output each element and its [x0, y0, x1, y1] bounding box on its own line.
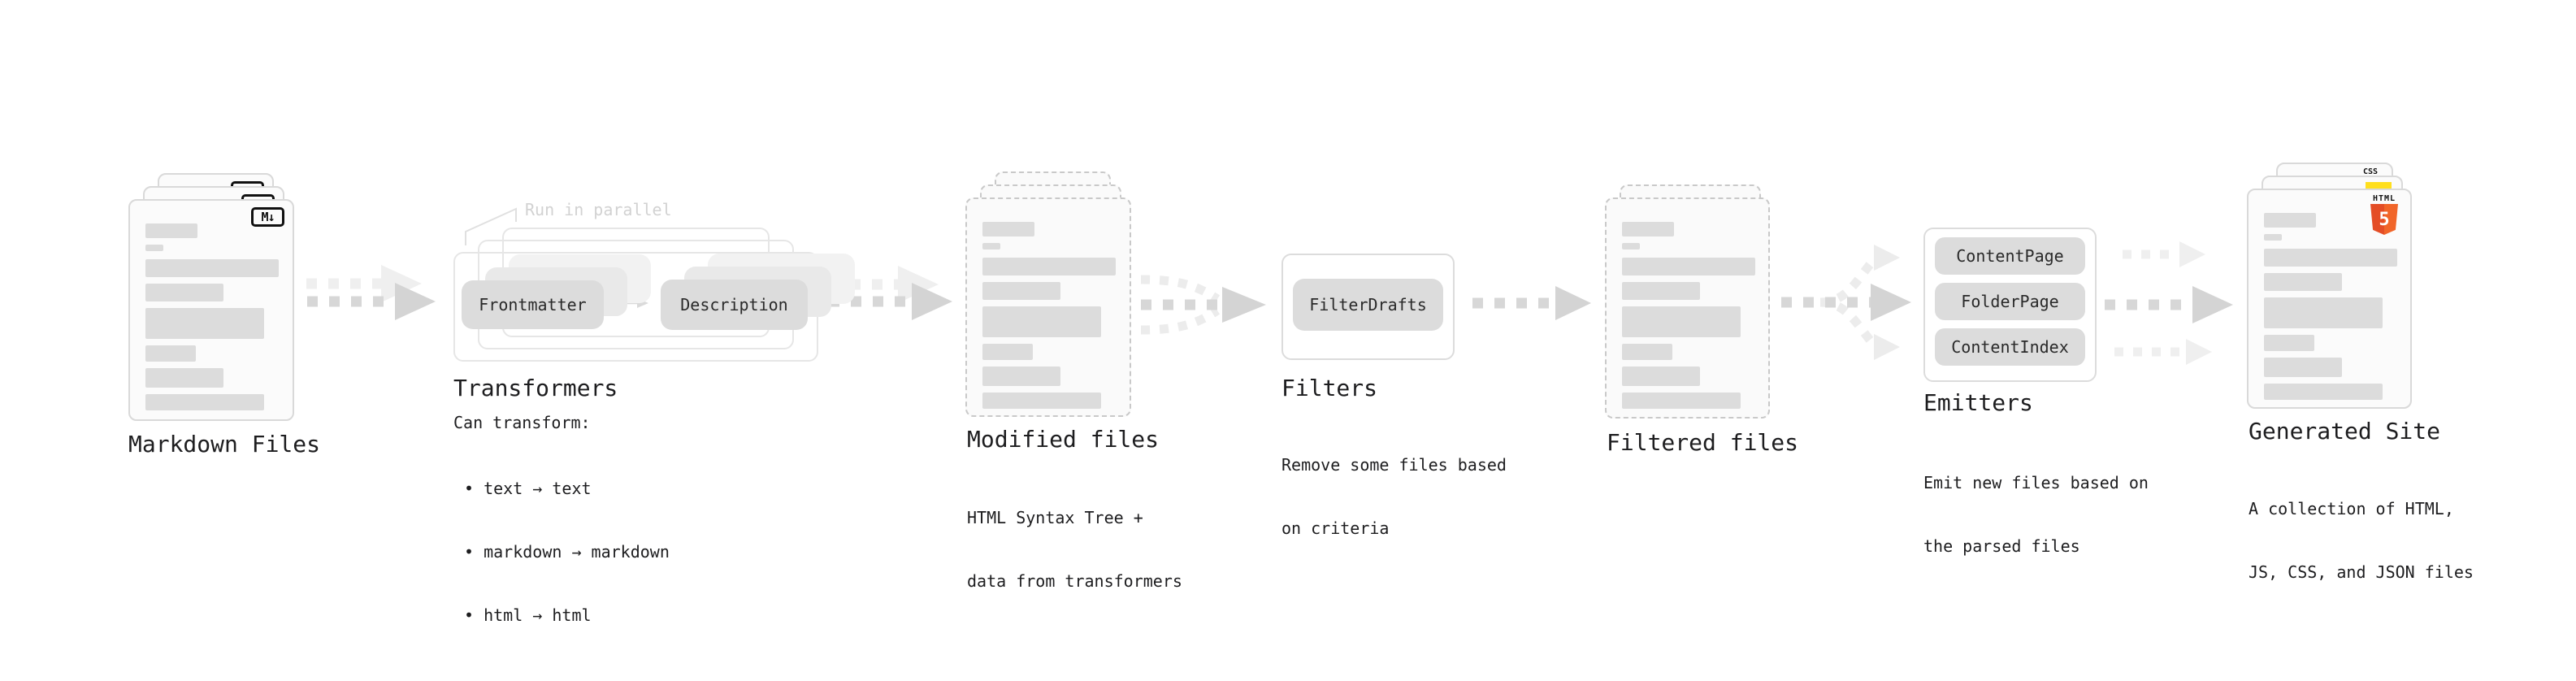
filterdrafts-pill: FilterDrafts [1293, 279, 1443, 331]
bullet-item: • markdown → markdown [464, 542, 670, 562]
placeholder-text-bar [982, 393, 1101, 409]
placeholder-text-bar [1622, 243, 1640, 249]
placeholder-text-bar [982, 243, 1000, 249]
arrow-filtered-to-emitters [1781, 245, 1911, 360]
caption-line: data from transformers [967, 571, 1182, 591]
filters-caption: Remove some files based on criteria [1281, 412, 1507, 581]
placeholder-text-bar [2264, 384, 2383, 400]
bullet-item: • text → text [464, 479, 592, 498]
placeholder-text-bar [1622, 344, 1672, 360]
placeholder-text-bar [2264, 273, 2342, 291]
run-in-parallel-leader-line [465, 207, 517, 245]
placeholder-text-bar [982, 367, 1060, 386]
placeholder-text-bar [2264, 335, 2314, 351]
file-content-placeholder [2264, 213, 2397, 400]
arrow-emitters-to-generated [2105, 241, 2233, 365]
transformers-caption-title: Can transform: [453, 413, 591, 432]
caption-line: A collection of HTML, [2249, 499, 2454, 518]
placeholder-text-bar [982, 222, 1034, 236]
frontmatter-pill: Frontmatter [462, 280, 604, 329]
description-pill: Description [661, 280, 808, 330]
arrow-markdown-to-transformers [306, 265, 436, 320]
caption-line: JS, CSS, and JSON files [2249, 562, 2474, 582]
placeholder-text-bar [145, 368, 223, 388]
placeholder-text-bar [982, 344, 1033, 360]
folderpage-pill: FolderPage [1935, 283, 2085, 320]
file-content-placeholder [982, 222, 1116, 409]
transformers-label: Transformers [453, 375, 618, 401]
file-card-front [965, 197, 1131, 417]
placeholder-text-bar [145, 345, 196, 362]
file-card-front: M↓ [128, 199, 294, 421]
caption-line: on criteria [1281, 518, 1390, 538]
arrow-transformers-to-modified [828, 266, 952, 320]
placeholder-text-bar [982, 258, 1116, 275]
file-content-placeholder [1622, 222, 1755, 409]
placeholder-text-bar [2264, 213, 2316, 228]
placeholder-text-bar [1622, 306, 1741, 337]
placeholder-text-bar [145, 223, 197, 238]
modified-files-caption: HTML Syntax Tree + data from transformer… [967, 465, 1182, 634]
file-card-front [1605, 197, 1770, 419]
caption-line: the parsed files [1923, 536, 2080, 556]
placeholder-text-bar [1622, 222, 1674, 236]
caption-line: Emit new files based on [1923, 473, 2149, 492]
generated-site-caption: A collection of HTML, JS, CSS, and JSON … [2249, 456, 2474, 625]
file-card-front: HTML 5 [2247, 189, 2412, 409]
emitters-caption: Emit new files based on the parsed files [1923, 430, 2149, 599]
placeholder-text-bar [982, 306, 1101, 337]
contentindex-pill: ContentIndex [1935, 328, 2085, 366]
arrow-filters-to-filtered [1472, 286, 1591, 320]
placeholder-text-bar [1622, 282, 1700, 300]
placeholder-text-bar [2264, 358, 2342, 377]
arrow-modified-to-filters [1140, 275, 1266, 335]
markdown-icon: M↓ [251, 207, 284, 227]
placeholder-text-bar [1622, 393, 1741, 409]
emitters-label: Emitters [1923, 389, 2033, 416]
placeholder-text-bar [2264, 249, 2397, 267]
placeholder-text-bar [2264, 234, 2282, 241]
caption-line: Remove some files based [1281, 455, 1507, 475]
transformers-bullet-list: • text → text • markdown → markdown • ht… [464, 436, 670, 668]
html5-icon: HTML 5 [2368, 195, 2400, 235]
placeholder-text-bar [145, 308, 264, 339]
placeholder-text-bar [982, 282, 1060, 300]
filtered-files-label: Filtered files [1607, 429, 1799, 456]
filters-label: Filters [1281, 375, 1378, 401]
placeholder-text-bar [145, 284, 223, 301]
modified-files-label: Modified files [967, 426, 1160, 453]
placeholder-text-bar [2264, 297, 2383, 328]
markdown-files-label: Markdown Files [128, 431, 321, 458]
placeholder-text-bar [145, 259, 279, 277]
contentpage-pill: ContentPage [1935, 237, 2085, 275]
run-in-parallel-annotation: Run in parallel [525, 200, 672, 219]
placeholder-text-bar [1622, 258, 1755, 275]
placeholder-text-bar [145, 394, 264, 410]
placeholder-text-bar [1622, 367, 1700, 386]
placeholder-text-bar [145, 245, 163, 251]
generated-site-label: Generated Site [2249, 418, 2441, 445]
caption-line: HTML Syntax Tree + [967, 508, 1143, 527]
bullet-item: • html → html [464, 605, 592, 625]
file-content-placeholder [145, 223, 279, 410]
